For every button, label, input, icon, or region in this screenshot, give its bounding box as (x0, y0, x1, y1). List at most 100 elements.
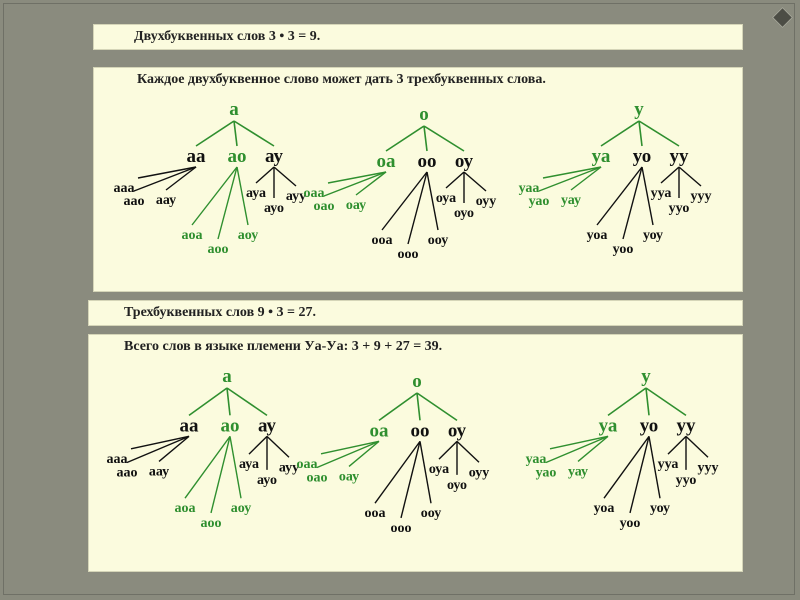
tree-edge-2-1-2 (641, 166, 654, 226)
tree-leaf-0-2-1: ауо (264, 201, 284, 216)
tree-edge-1-0-1 (316, 440, 380, 469)
tree-edge-2-2-2 (678, 166, 702, 187)
bottom-panel-title: Всего слов в языке племени Уа-Уа: 3 + 9 … (124, 339, 443, 354)
tree-child-1-0: оа (377, 151, 397, 172)
tree-child-2-2: уу (670, 146, 690, 167)
tree-edge-2-2-0 (667, 435, 687, 455)
tree-edge-1-1-1 (400, 441, 421, 519)
tree-leaf-0-1-2: аоу (238, 228, 258, 243)
tree-leaf-1-1-0: ооа (372, 233, 393, 248)
tree-edge-1-0-2 (355, 171, 387, 196)
tree-leaf-0-2-2: ауу (279, 460, 299, 475)
tree-leaf-1-0-2: оау (346, 198, 366, 213)
tree-root-2: у (634, 99, 644, 120)
tree-child-0-0: аа (187, 146, 207, 167)
tree-leaf-0-0-0: ааа (107, 452, 128, 467)
tree-leaf-1-1-1: ооо (391, 521, 412, 536)
tree-edge-0-0-2 (158, 435, 190, 462)
tree-edge-0-0-1 (133, 166, 197, 192)
tree-child-2-2: уу (677, 415, 697, 436)
tree-edge-2-2-2 (685, 435, 709, 458)
tree-edge-1-2 (423, 125, 465, 152)
tree-edge-1-0-0 (327, 171, 387, 184)
tree-leaf-0-1-0: аоа (182, 228, 203, 243)
tree-child-0-1: ао (228, 146, 247, 167)
tree-root-0: а (222, 366, 232, 387)
tree-edge-2-0 (607, 387, 647, 416)
tree-edge-1-0 (385, 125, 425, 152)
tree-leaf-0-2-0: ауа (239, 457, 259, 472)
tree-leaf-0-1-2: аоу (231, 501, 251, 516)
tree-edge-2-1 (645, 387, 650, 416)
tree-edge-0-2-2 (266, 435, 290, 458)
tree-edge-1-1-2 (419, 441, 432, 504)
tree-edge-0-0-0 (130, 435, 190, 450)
tree-leaf-1-2-2: оуу (476, 194, 496, 209)
tree-leaf-1-0-1: оао (307, 471, 328, 486)
tree-leaf-2-2-0: ууа (651, 186, 672, 201)
tree-leaf-2-2-0: ууа (658, 457, 679, 472)
tree-edge-1-2-0 (438, 440, 458, 460)
tree-edge-0-1-2 (236, 166, 249, 226)
tree-edge-1-1-0 (374, 440, 421, 504)
tree-child-2-0: уа (592, 146, 611, 167)
tree-edge-2-0-2 (577, 435, 609, 462)
tree-edge-0-0 (188, 387, 228, 416)
tree-edge-1-1-0 (381, 171, 428, 231)
tree-leaf-2-1-0: уоа (594, 501, 615, 516)
tree-leaf-2-1-1: уоо (613, 242, 634, 257)
two-letter-count-strip: Двухбуквенных слов 3 • 3 = 9. (93, 24, 743, 50)
tree-edge-1-0-0 (320, 440, 380, 455)
tree-edge-2-0-2 (570, 166, 602, 191)
tree-edge-0-2 (226, 387, 268, 417)
tree-edge-1-1-2 (426, 171, 439, 231)
tree-leaf-2-1-0: уоа (587, 228, 608, 243)
top-panel-title: Каждое двухбуквенное слово может дать 3 … (137, 72, 546, 87)
tree-edge-2-1-0 (596, 166, 643, 226)
tree-root-1: о (412, 371, 422, 392)
tree-leaf-2-0-2: уау (568, 464, 588, 479)
tree-root-1: о (419, 104, 429, 125)
tree-edge-2-1-2 (648, 436, 661, 499)
tree-root-2: у (641, 366, 651, 387)
tree-edge-1-2-2 (463, 171, 487, 192)
tree-edge-2-0 (600, 120, 640, 147)
tree-edge-2-0-0 (549, 435, 609, 450)
tree-leaf-1-2-0: оуа (436, 191, 456, 206)
tree-leaf-0-2-0: ауа (246, 186, 266, 201)
slide-frame (3, 3, 795, 595)
tree-edge-1-1 (423, 125, 428, 152)
tree-leaf-1-0-0: оаа (304, 186, 325, 201)
tree-leaf-1-1-2: ооу (421, 506, 441, 521)
tree-child-2-1: уо (633, 146, 652, 167)
tree-leaf-0-0-2: аау (156, 193, 176, 208)
tree-child-1-1: оо (411, 420, 430, 441)
tree-edge-2-1 (638, 120, 643, 147)
tree-edge-1-2-2 (456, 440, 480, 463)
tree-child-2-1: уо (640, 415, 659, 436)
tree-edge-2-2 (645, 387, 687, 417)
two-letter-count-text: Двухбуквенных слов 3 • 3 = 9. (134, 29, 321, 44)
tree-leaf-2-1-2: уоу (643, 228, 663, 243)
tree-leaf-1-1-2: ооу (428, 233, 448, 248)
tree-edge-0-1-0 (191, 166, 238, 226)
three-letter-count-text: Трехбуквенных слов 9 • 3 = 27. (124, 305, 317, 320)
tree-child-1-2: оу (455, 151, 474, 172)
tree-leaf-1-2-0: оуа (429, 462, 449, 477)
tree-child-0-2: ау (265, 146, 284, 167)
tree-leaf-2-2-1: ууо (669, 201, 690, 216)
tree-edge-1-0-2 (348, 440, 380, 467)
tree-edge-0-2-2 (273, 166, 297, 187)
tree-edge-0-1 (226, 387, 231, 416)
tree-edge-0-2-0 (255, 166, 275, 184)
tree-edge-2-1-1 (629, 436, 650, 514)
tree-leaf-2-0-1: уао (529, 194, 550, 209)
tree-edge-2-0-0 (542, 166, 602, 179)
tree-child-0-2: ау (258, 415, 277, 436)
tree-edge-0-1-0 (184, 435, 231, 499)
tree-leaf-0-0-2: аау (149, 464, 169, 479)
tree-edge-0-0-1 (126, 435, 190, 464)
tree-root-0: а (229, 99, 239, 120)
tree-leaf-1-0-2: оау (339, 469, 359, 484)
